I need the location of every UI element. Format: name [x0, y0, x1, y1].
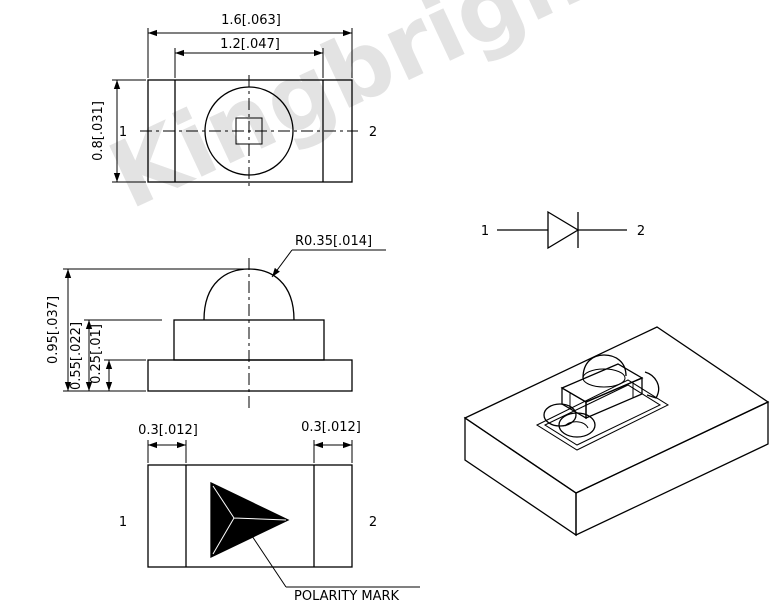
dim-width-label: 0.8[.031]	[91, 101, 106, 161]
dim-radius-label: R0.35[.014]	[295, 234, 372, 249]
dim-right-pad-label: 0.3[.012]	[301, 420, 361, 435]
schematic-pin-1-label: 1	[481, 224, 489, 239]
dim-lens-label: 1.2[.047]	[220, 37, 280, 52]
dim-base-height-label: 0.25[.01]	[89, 324, 104, 384]
iso-led-dome	[582, 354, 627, 379]
side-base	[147, 359, 353, 392]
dim-body-height-label: 0.55[.022]	[69, 322, 84, 390]
schematic-pin-2-label: 2	[637, 224, 645, 239]
polarity-mark-label: POLARITY MARK	[294, 589, 400, 604]
dim-left-pad-label: 0.3[.012]	[138, 423, 198, 438]
polarity-triangle-icon	[210, 481, 290, 559]
bottom-pin-2-label: 2	[369, 515, 377, 530]
diode-schematic: 1 2	[481, 210, 645, 250]
top-view: 1.6[.063] 1.2[.047] 0.8[.031] 1 2	[91, 13, 377, 190]
iso-board-top	[463, 326, 770, 494]
top-pin-2-label: 2	[369, 125, 377, 140]
top-pin-1-label: 1	[119, 125, 127, 140]
diode-symbol-icon	[547, 210, 580, 250]
isometric-view	[463, 326, 770, 537]
watermark-text: Kingbright	[94, 0, 640, 230]
dim-length-label: 1.6[.063]	[221, 13, 281, 28]
side-view: 0.95[.037] 0.55[.022] 0.25[.01] R0.35[.0…	[46, 234, 386, 408]
dim-total-height-label: 0.95[.037]	[46, 296, 61, 364]
bottom-view-body	[147, 464, 353, 568]
bottom-view: 0.3[.012] 0.3[.012] 1 2 POLARITY MARK	[119, 420, 420, 604]
bottom-pin-1-label: 1	[119, 515, 127, 530]
